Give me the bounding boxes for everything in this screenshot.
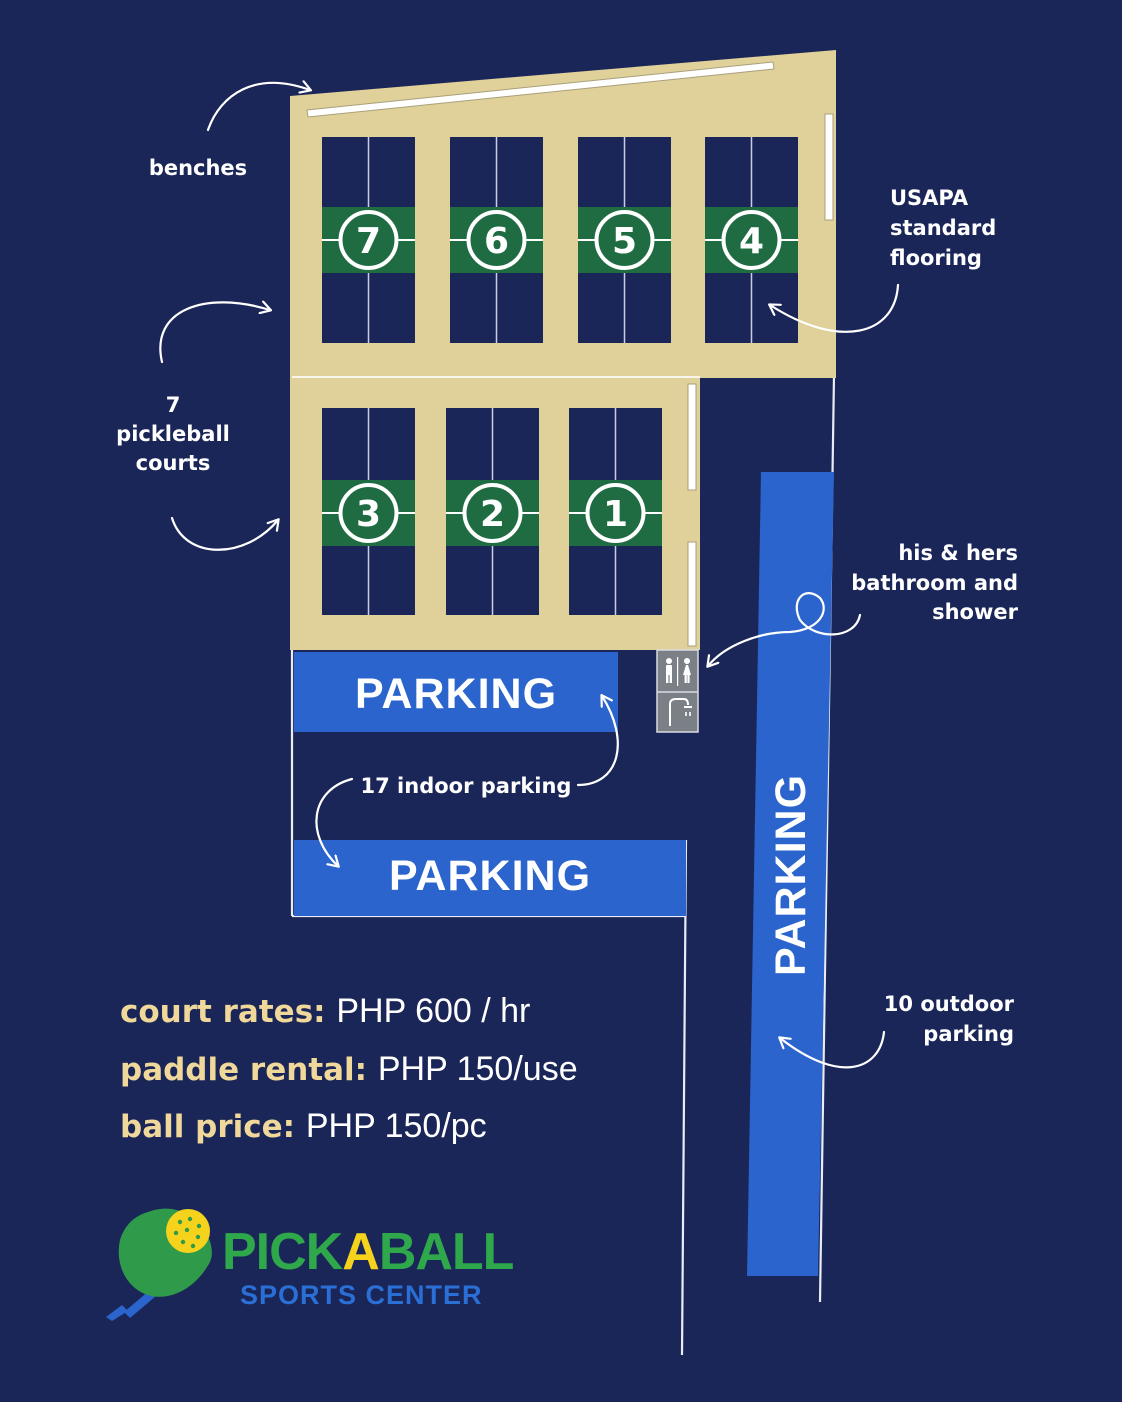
court-number: 3 bbox=[356, 494, 381, 535]
annotation-arrows bbox=[159, 83, 900, 1069]
court-2[interactable]: 2 bbox=[446, 408, 539, 615]
shower-icon bbox=[669, 698, 692, 726]
bench-right bbox=[824, 113, 834, 221]
bench-top bbox=[306, 61, 775, 118]
courts-label-2: pickleball bbox=[116, 422, 230, 446]
parking-upper bbox=[294, 652, 618, 732]
court-number-badge bbox=[462, 483, 523, 543]
bathroom-label-3: shower bbox=[932, 600, 1019, 624]
flooring-label-2: standard bbox=[890, 216, 996, 240]
paddle-rental-label: paddle rental: bbox=[120, 1052, 368, 1088]
parking-side bbox=[747, 472, 834, 1276]
parking-side-label: PARKING bbox=[767, 774, 815, 976]
paddle-rental: paddle rental: PHP 150/use bbox=[120, 1050, 578, 1089]
court-number: 1 bbox=[603, 494, 628, 535]
upper-court-hall bbox=[290, 50, 836, 378]
paddle-rental-value: PHP 150/use bbox=[377, 1050, 578, 1088]
benches-label: benches bbox=[149, 156, 247, 180]
outdoor-parking-label-2: parking bbox=[923, 1022, 1014, 1046]
indoor-parking-label: 17 indoor parking bbox=[361, 774, 572, 798]
court-rates-value: PHP 600 / hr bbox=[336, 992, 531, 1030]
flooring-label-3: flooring bbox=[890, 246, 982, 270]
court-6[interactable]: 6 bbox=[450, 137, 543, 343]
court-number: 5 bbox=[612, 221, 637, 262]
ball-price: ball price: PHP 150/pc bbox=[120, 1107, 487, 1146]
flooring-label-1: USAPA bbox=[890, 186, 969, 210]
court-3[interactable]: 3 bbox=[322, 408, 415, 615]
benches bbox=[306, 61, 834, 647]
court-number-badge bbox=[466, 210, 527, 270]
restroom-icon bbox=[666, 657, 691, 686]
court-5[interactable]: 5 bbox=[578, 137, 671, 343]
court-rates: court rates: PHP 600 / hr bbox=[120, 992, 530, 1031]
annotations: benches USAPA standard flooring 7 pickle… bbox=[116, 156, 1018, 1046]
logo-tagline: SPORTS CENTER bbox=[240, 1280, 483, 1310]
ball-price-value: PHP 150/pc bbox=[305, 1107, 487, 1145]
court-1[interactable]: 1 bbox=[569, 408, 662, 615]
indoor-parking-arrow-down bbox=[315, 777, 354, 866]
courts-arrow-top bbox=[159, 302, 270, 364]
bathroom-label-2: bathroom and bbox=[851, 571, 1018, 595]
pickleball-paddle-icon bbox=[106, 1208, 212, 1321]
court-number-badge bbox=[338, 210, 399, 270]
bathroom-unit bbox=[656, 649, 699, 733]
court-number-badge bbox=[585, 483, 646, 543]
outdoor-parking-label-1: 10 outdoor bbox=[884, 992, 1015, 1016]
logo-wordmark: PICKABALL bbox=[222, 1223, 514, 1281]
court-number-badge bbox=[721, 210, 782, 270]
courts-label-3: courts bbox=[136, 451, 211, 475]
flooring-arrow bbox=[770, 283, 900, 333]
ball-price-label: ball price: bbox=[120, 1109, 296, 1145]
bathroom-label-1: his & hers bbox=[898, 541, 1018, 565]
court-number-badge bbox=[594, 210, 655, 270]
court-4[interactable]: 4 bbox=[705, 137, 798, 343]
court-rates-label: court rates: bbox=[120, 994, 326, 1030]
courts-arrow-bottom bbox=[170, 516, 278, 551]
court-number: 4 bbox=[739, 221, 764, 262]
court-7[interactable]: 7 bbox=[322, 137, 415, 343]
bench-lower-2 bbox=[687, 541, 697, 647]
parking-lower bbox=[294, 840, 686, 916]
bathroom-arrow bbox=[708, 592, 862, 666]
courts-label-1: 7 bbox=[166, 393, 181, 417]
indoor-parking-arrow-up bbox=[576, 696, 619, 787]
court-number-badge bbox=[338, 483, 399, 543]
court-number: 6 bbox=[484, 221, 509, 262]
court-number: 2 bbox=[480, 494, 505, 535]
court-number: 7 bbox=[356, 221, 381, 262]
bench-lower-1 bbox=[687, 383, 697, 491]
benches-arrow bbox=[206, 83, 310, 132]
parking-lower-label: PARKING bbox=[389, 852, 591, 900]
parking-upper-label: PARKING bbox=[355, 670, 557, 718]
outdoor-parking-arrow bbox=[780, 1030, 886, 1069]
courts: 7 6 5 4 3 2 1 bbox=[322, 137, 798, 615]
